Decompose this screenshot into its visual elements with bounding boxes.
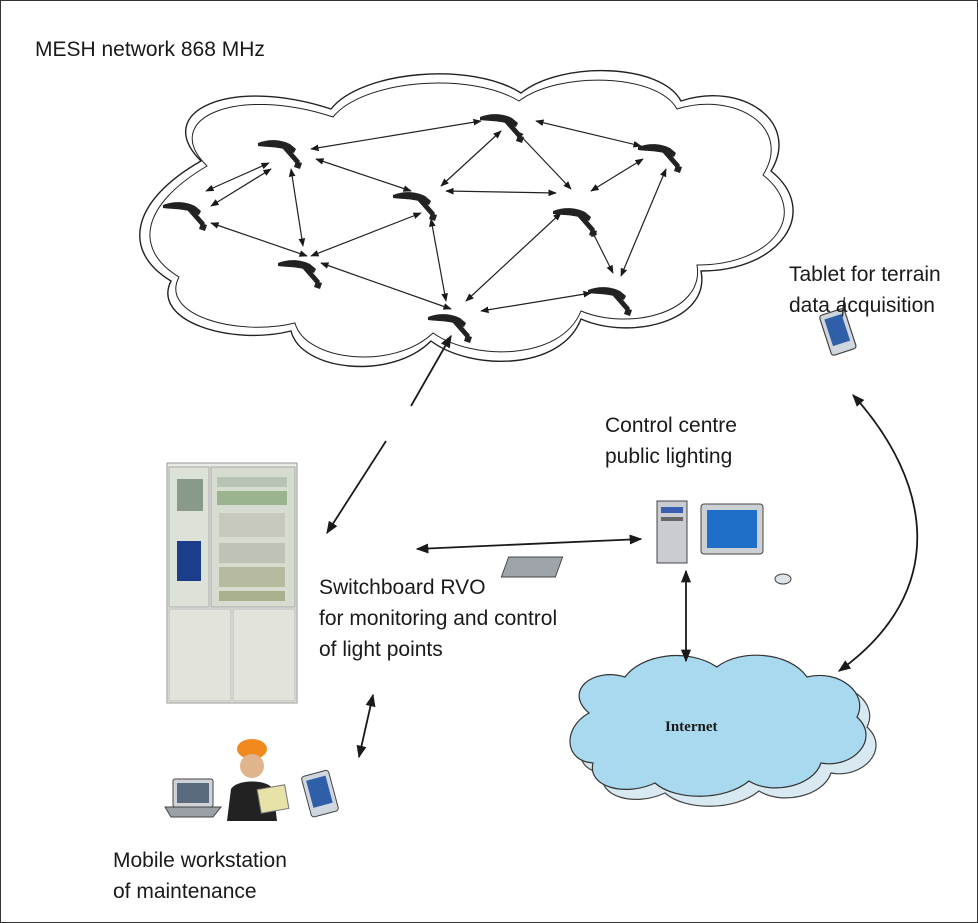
mesh-to-switchboard-arrow <box>326 440 387 535</box>
tablet-label-line1: Tablet for terrain <box>789 263 941 286</box>
connection-arrows <box>326 334 452 535</box>
bidirectional-arrows <box>356 394 919 759</box>
mobile-label-line1: Mobile workstation <box>113 849 287 872</box>
control-label-line1: Control centre <box>605 414 737 437</box>
switch-label-line2: for monitoring and control <box>319 607 558 630</box>
mobile-workstation-label: Mobile workstation of maintenance <box>113 845 287 907</box>
mobile-label-line2: of maintenance <box>113 880 257 903</box>
switch-label-line3: of light points <box>319 638 443 661</box>
control-centre-label: Control centre public lighting <box>605 410 737 472</box>
switchboard-label: Switchboard RVO for monitoring and contr… <box>319 572 557 665</box>
tablet-label: Tablet for terrain data acquisition <box>789 259 941 321</box>
laptop-icon <box>164 778 223 818</box>
control-label-line2: public lighting <box>605 445 733 468</box>
switchboard-to-mesh-arrow <box>410 334 452 407</box>
mobile-tablet-icon <box>301 769 339 818</box>
switchboard-mobile-link <box>356 693 376 759</box>
mesh-cloud <box>139 70 794 368</box>
terrain-tablet-icon <box>819 297 857 356</box>
tablet-label-line2: data acquisition <box>789 294 935 317</box>
mesh-network-label: MESH network 868 MHz <box>35 34 265 65</box>
switch-label-line1: Switchboard RVO <box>319 576 486 599</box>
control-centre-computer-icon <box>500 500 792 585</box>
switchboard-cabinet-icon <box>166 462 298 704</box>
internet-cloud <box>569 654 877 807</box>
maintenance-worker-icon <box>227 739 290 821</box>
internet-label: Internet <box>665 719 718 735</box>
mesh-links <box>205 118 667 314</box>
mesh-title-text: MESH network 868 MHz <box>35 38 265 61</box>
switchboard-control-link <box>415 534 643 554</box>
tablet-internet-link <box>837 394 919 672</box>
